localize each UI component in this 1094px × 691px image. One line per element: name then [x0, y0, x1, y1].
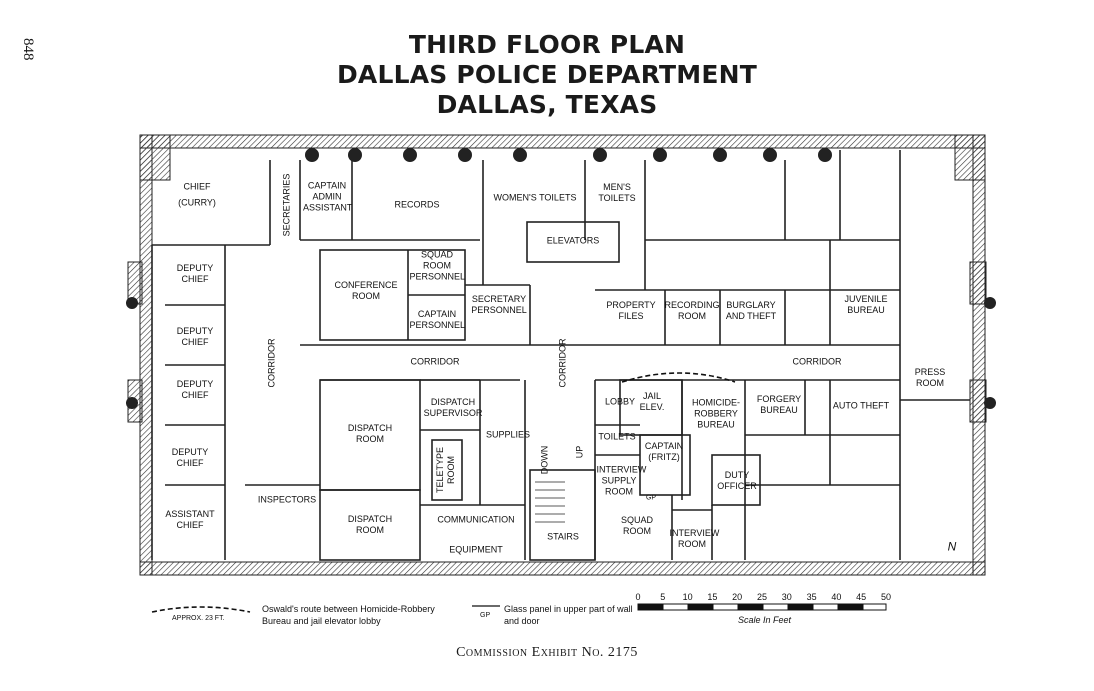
room-dispatch-1: DISPATCH ROOM: [347, 423, 393, 444]
room-mens-toilets: MEN'S TOILETS: [598, 182, 636, 203]
room-chief-name: (CURRY): [178, 197, 216, 208]
scale-tick-label: 5: [660, 592, 666, 602]
room-squad-room: SQUAD ROOM: [620, 515, 653, 536]
room-supplies: SUPPLIES: [485, 429, 531, 440]
north-symbol: N: [947, 539, 957, 554]
room-jail-elev: JAIL ELEV.: [639, 391, 665, 412]
title-line-2: DALLAS POLICE DEPARTMENT: [336, 60, 758, 89]
scale-tick-label: 30: [781, 592, 792, 602]
scale-tick-label: 50: [880, 592, 892, 602]
room-secretary-personnel: SECRETARY PERSONNEL: [471, 294, 527, 315]
scale-tick-label: 40: [831, 592, 842, 602]
corridor-vertical-center: CORRIDOR: [557, 338, 568, 388]
room-communication: COMMUNICATION: [437, 514, 515, 525]
legend-glass-text: Glass panel in upper part of wall and do…: [504, 604, 633, 626]
room-toilets: TOILETS: [598, 431, 636, 442]
room-deputy-chief-1: DEPUTY CHIEF: [176, 263, 214, 284]
room-inspectors: INSPECTORS: [257, 494, 317, 505]
room-deputy-chief-2: DEPUTY CHIEF: [176, 326, 214, 347]
scale-tick-label: 45: [856, 592, 867, 602]
room-forgery-bureau: FORGERY BUREAU: [756, 394, 802, 415]
corridor-horizontal-left: CORRIDOR: [410, 356, 460, 367]
interior-walls: [151, 150, 970, 561]
room-dispatch-2: DISPATCH ROOM: [347, 514, 393, 535]
room-elevators: ELEVATORS: [546, 235, 600, 246]
room-duty-officer: DUTY OFFICER: [717, 470, 757, 491]
room-juvenile-bureau: JUVENILE BUREAU: [844, 294, 888, 315]
exterior-walls: [127, 134, 987, 576]
scale-tick-label: 15: [707, 592, 718, 602]
room-homicide-robbery-bureau: HOMICIDE- ROBBERY BUREAU: [692, 397, 740, 430]
room-recording-room: RECORDING ROOM: [664, 300, 720, 321]
room-captain-personnel: CAPTAIN PERSONNEL: [409, 309, 466, 330]
room-lobby: LOBBY: [604, 396, 636, 407]
room-teletype: TELETYPE ROOM: [435, 447, 456, 494]
scale-tick-label: 0: [635, 592, 641, 602]
facade-bays: [126, 148, 996, 409]
room-captain-admin-assistant: CAPTAIN ADMIN ASSISTANT: [303, 180, 353, 213]
room-secretaries: SECRETARIES: [281, 173, 292, 237]
route-marker: [621, 372, 736, 383]
title-line-1: THIRD FLOOR PLAN: [408, 30, 686, 59]
exhibit-caption: Commission Exhibit No. 2175: [456, 645, 638, 660]
room-squad-room-personnel: SQUAD ROOM PERSONNEL: [409, 249, 466, 282]
scale-tick-label: 10: [682, 592, 693, 602]
room-burglary-and-theft: BURGLARY AND THEFT: [725, 300, 777, 321]
scale-bar: [637, 603, 887, 611]
room-equipment: EQUIPMENT: [449, 544, 503, 555]
room-records: RECORDS: [394, 199, 440, 210]
legend-route-text: Oswald's route between Homicide-Robbery …: [262, 604, 435, 626]
stair-down: DOWN: [539, 445, 550, 475]
corridor-horizontal-right: CORRIDOR: [792, 356, 842, 367]
room-interview-room: INTERVIEW ROOM: [669, 528, 720, 549]
room-deputy-chief-4: DEPUTY CHIEF: [171, 447, 209, 468]
scale-tick-label: 25: [756, 592, 768, 602]
stair-up: UP: [574, 445, 585, 459]
title-line-3: DALLAS, TEXAS: [436, 90, 658, 119]
room-auto-theft: AUTO THEFT: [832, 400, 890, 411]
room-deputy-chief-3: DEPUTY CHIEF: [176, 379, 214, 400]
room-stairs: STAIRS: [547, 531, 579, 542]
room-conference: CONFERENCE ROOM: [334, 280, 398, 301]
room-chief: CHIEF: [183, 181, 211, 192]
room-captain-fritz: CAPTAIN (FRITZ): [644, 441, 684, 462]
room-assistant-chief: ASSISTANT CHIEF: [165, 509, 215, 530]
room-womens-toilets: WOMEN'S TOILETS: [493, 192, 577, 203]
scale-tick-label: 20: [732, 592, 743, 602]
legend-route-marker: APPROX. 23 FT.: [172, 615, 225, 622]
room-interview-supply: INTERVIEW SUPPLY ROOM: [596, 464, 647, 497]
legend-glass-marker: GP: [480, 612, 491, 619]
room-dispatch-supervisor: DISPATCH SUPERVISOR: [423, 397, 483, 418]
room-property-files: PROPERTY FILES: [606, 300, 656, 321]
room-press-room: PRESS ROOM: [914, 367, 946, 388]
scale-tick-label: 35: [806, 592, 817, 602]
corridor-vertical-left: CORRIDOR: [266, 338, 277, 388]
glass-panel-marker: GP: [645, 494, 657, 502]
scale-label: Scale In Feet: [738, 615, 792, 625]
